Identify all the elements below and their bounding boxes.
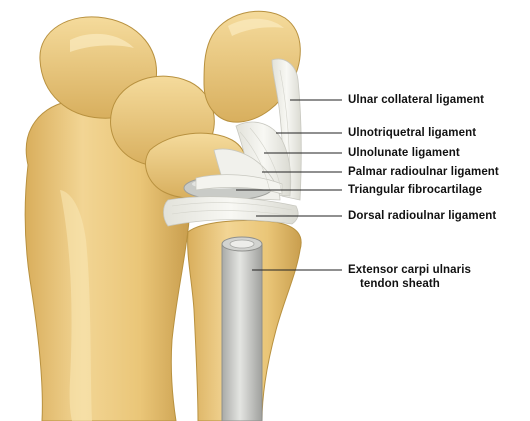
- label-extensor-line2: tendon sheath: [348, 277, 471, 291]
- tendon-sheath-core: [230, 240, 254, 248]
- label-palmar-radioulnar-ligament: Palmar radioulnar ligament: [348, 165, 499, 179]
- label-ulnolunate-ligament: Ulnolunate ligament: [348, 146, 460, 160]
- label-extensor-carpi-ulnaris: Extensor carpi ulnaris tendon sheath: [348, 263, 471, 291]
- label-extensor-line1: Extensor carpi ulnaris: [348, 263, 471, 277]
- label-ulnar-collateral-ligament: Ulnar collateral ligament: [348, 93, 484, 107]
- extensor-tendon-sheath: [222, 244, 262, 421]
- label-triangular-fibrocartilage: Triangular fibrocartilage: [348, 183, 482, 197]
- label-dorsal-radioulnar-ligament: Dorsal radioulnar ligament: [348, 209, 496, 223]
- label-ulnotriquetral-ligament: Ulnotriquetral ligament: [348, 126, 476, 140]
